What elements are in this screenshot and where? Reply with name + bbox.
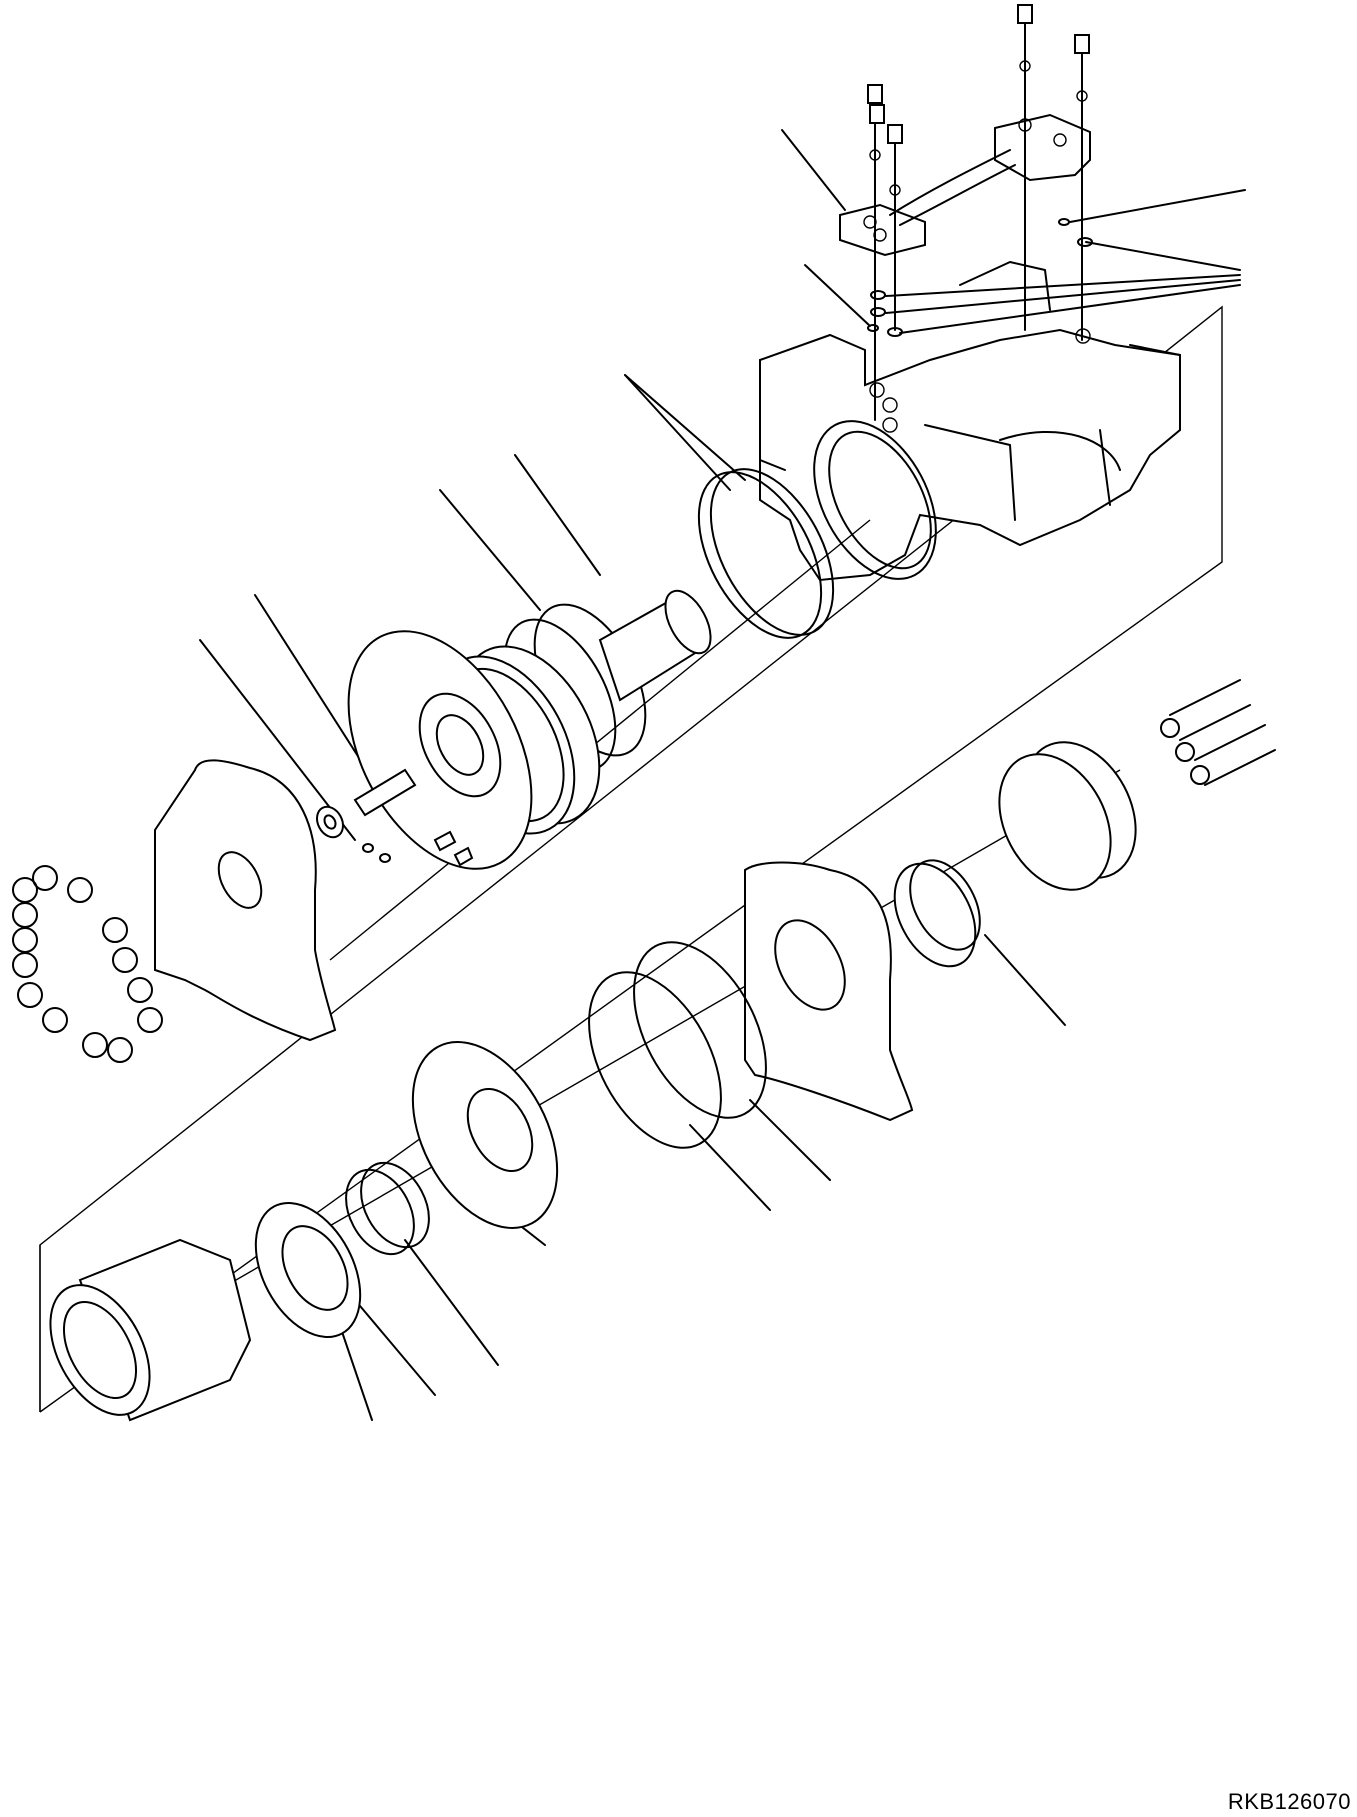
thrust-washer	[254, 1202, 362, 1338]
valve-block	[839, 113, 1091, 257]
valve-plate	[893, 859, 981, 968]
pistons	[1160, 679, 1276, 786]
lower-seal-rings	[588, 941, 767, 1149]
support-bracket	[744, 861, 914, 1122]
cylinder-barrel	[998, 741, 1137, 891]
valve-bolts	[867, 4, 1090, 421]
sleeve	[49, 1238, 252, 1422]
cover-plate	[154, 759, 337, 1042]
front-flange	[347, 630, 533, 870]
valve-o-rings	[867, 218, 1093, 337]
drawing-reference-code: RKB126070	[1227, 1789, 1351, 1814]
cap-screws	[12, 865, 163, 1063]
small-rings	[345, 1161, 430, 1256]
small-parts	[316, 768, 474, 867]
bearing-ring	[411, 1041, 559, 1229]
assembly-frame	[39, 305, 1223, 1413]
motor-housing	[759, 261, 1181, 582]
